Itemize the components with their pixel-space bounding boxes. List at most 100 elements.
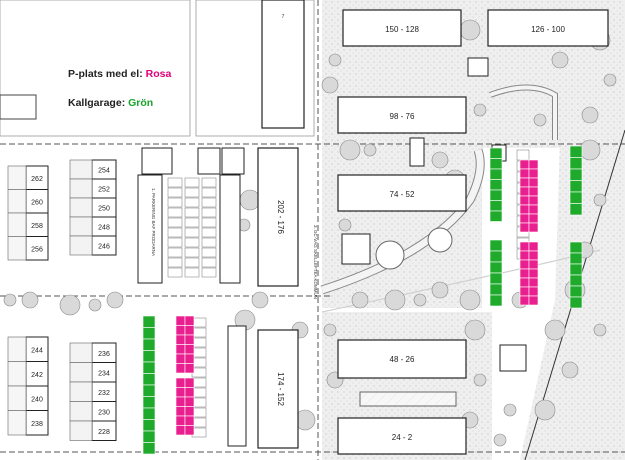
paved-court xyxy=(359,391,457,407)
house-number-label: 234 xyxy=(98,370,110,377)
parking-stall xyxy=(201,207,217,218)
ev-parking-stall xyxy=(528,222,539,233)
parking-stall xyxy=(201,217,217,228)
ev-parking-stall xyxy=(175,406,186,417)
street-label-parking: 1. PARKERING BAF PRODARNA xyxy=(151,188,156,256)
cold-garage-stall xyxy=(142,338,156,351)
legend-cold-label: Kallgarage: xyxy=(68,97,126,109)
cold-garage-stall xyxy=(489,250,503,263)
ev-parking-stall xyxy=(519,213,530,224)
cold-garage-stall xyxy=(569,296,583,309)
house-bay xyxy=(69,362,93,383)
tree-icon xyxy=(338,218,352,232)
legend-electric-label: P-plats med el: xyxy=(68,68,143,80)
tree-icon xyxy=(59,294,81,316)
house-bay xyxy=(7,410,27,436)
tree-icon xyxy=(464,319,486,341)
house-number-label: 262 xyxy=(31,176,43,183)
house-number-label: 258 xyxy=(31,223,43,230)
cold-garage-stall xyxy=(489,210,503,222)
ev-parking-stall xyxy=(528,195,539,206)
tree-icon xyxy=(459,19,481,41)
cold-garage-stall xyxy=(569,157,583,170)
tree-icon xyxy=(339,139,361,161)
tree-icon xyxy=(106,291,124,309)
ev-parking-stall xyxy=(519,177,530,188)
cold-garage-stall xyxy=(142,327,156,340)
cold-garage-stall xyxy=(489,283,503,296)
cold-garage-stall xyxy=(569,180,583,193)
parking-stall xyxy=(201,247,217,258)
house-bay xyxy=(69,159,93,180)
small-shed-north xyxy=(409,137,425,167)
house-number-label: 228 xyxy=(98,429,110,436)
cold-garage-stall xyxy=(569,168,583,181)
ev-parking-stall xyxy=(184,344,195,355)
building-label-24-2: 24 - 2 xyxy=(392,433,413,442)
house-number-label: 248 xyxy=(98,225,110,232)
ev-parking-stall xyxy=(175,344,186,355)
parking-stall xyxy=(184,237,200,248)
building-74-52: 74 - 52 xyxy=(337,174,467,212)
cold-garage-stall xyxy=(489,239,503,252)
house-number-label: 244 xyxy=(31,347,43,354)
carport-east xyxy=(219,174,241,284)
cold-garage-stall xyxy=(569,145,583,158)
ev-parking-stall xyxy=(519,186,530,197)
ev-parking-stall xyxy=(528,186,539,197)
parking-stall xyxy=(167,257,183,268)
ev-parking-stall xyxy=(175,353,186,364)
ev-parking-stall xyxy=(519,204,530,215)
ev-parking-stall xyxy=(184,315,195,326)
cold-garage-stall xyxy=(489,168,503,180)
kiosk-building xyxy=(341,233,371,265)
parking-stall xyxy=(167,247,183,258)
ev-parking-stall xyxy=(519,268,530,279)
ev-parking-stall xyxy=(519,241,530,252)
cold-garage-stall xyxy=(142,373,156,386)
parking-stall xyxy=(516,149,530,161)
ev-parking-stall xyxy=(184,377,195,388)
parking-stall xyxy=(167,227,183,238)
tree-icon xyxy=(328,53,342,67)
tree-icon xyxy=(351,291,369,309)
building-24-2: 24 - 2 xyxy=(337,417,467,455)
legend-cold-value: Grön xyxy=(128,97,154,109)
cold-garage-stall xyxy=(569,252,583,265)
tree-icon xyxy=(459,289,481,311)
cold-garage-stall xyxy=(142,315,156,328)
house-bay xyxy=(7,336,27,362)
parking-stall xyxy=(167,217,183,228)
house-number-label: 232 xyxy=(98,390,110,397)
shed-top-left xyxy=(0,94,37,120)
house-bay xyxy=(7,361,27,387)
ev-parking-stall xyxy=(184,425,195,436)
tree-icon xyxy=(88,298,102,312)
building-174-152: 174 - 152 xyxy=(257,329,299,449)
tree-icon xyxy=(551,51,569,69)
ev-parking-stall xyxy=(519,168,530,179)
building-98-76: 98 - 76 xyxy=(337,96,467,134)
ev-parking-stall xyxy=(184,363,195,374)
parking-stall xyxy=(201,187,217,198)
ev-parking-stall xyxy=(175,425,186,436)
tree-icon xyxy=(323,323,337,337)
cold-garage-stall xyxy=(142,407,156,420)
parking-stall xyxy=(201,237,217,248)
parking-stall xyxy=(184,197,200,208)
parking-stall xyxy=(167,207,183,218)
building-label-150-128: 150 - 128 xyxy=(385,25,419,34)
ev-parking-stall xyxy=(528,277,539,288)
house-bay xyxy=(69,178,93,199)
house-bay xyxy=(69,401,93,422)
cold-garage-stall xyxy=(489,179,503,191)
ev-parking-stall xyxy=(184,387,195,398)
tree-icon xyxy=(593,193,607,207)
house-number-label: 250 xyxy=(98,206,110,213)
cold-garage-stall xyxy=(489,189,503,201)
cold-garage-stall xyxy=(569,191,583,204)
shed-3 xyxy=(221,147,245,175)
tree-icon xyxy=(544,319,566,341)
tree-icon xyxy=(239,189,261,211)
building-label-74-52: 74 - 52 xyxy=(390,190,415,199)
